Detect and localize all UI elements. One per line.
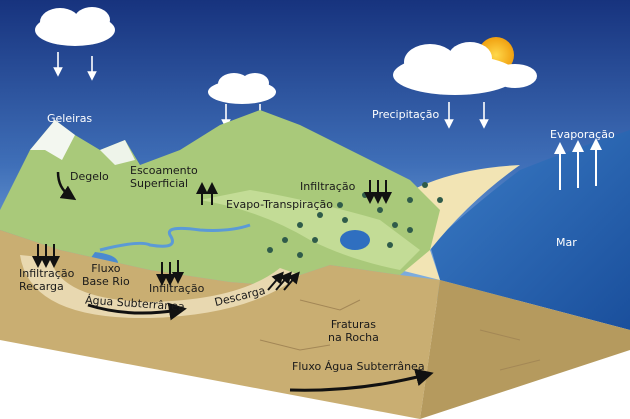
label-line: na Rocha (328, 331, 379, 344)
label-infiltracao-mid: Infiltração (149, 282, 205, 295)
label-mar: Mar (556, 236, 577, 249)
flow-arrows (32, 180, 392, 291)
label-line: Infiltração (19, 267, 75, 280)
label-evapo-transpiracao: Evapo-Transpiração (226, 198, 333, 211)
evaporation-arrows (554, 138, 602, 190)
label-degelo: Degelo (70, 170, 109, 183)
precipitation-arrows (53, 52, 489, 129)
rock-fractures (259, 299, 541, 371)
label-line: Fluxo (91, 262, 121, 275)
forest (267, 182, 443, 258)
cloud (208, 73, 276, 104)
label-line: Escoamento (130, 164, 198, 177)
label-evaporacao: Evaporação (550, 128, 615, 141)
label-precipitacao: Precipitação (372, 108, 440, 121)
soil-right-face (420, 280, 630, 419)
label-line: Fraturas (330, 318, 376, 331)
soil-front-face (0, 230, 440, 419)
cloud (393, 42, 537, 95)
deep-flow-arrow (289, 368, 434, 392)
groundwater-arrow (87, 302, 187, 321)
label-line: Recarga (19, 280, 64, 293)
label-infiltracao-top: Infiltração (300, 180, 356, 193)
cloud (35, 7, 115, 46)
label-fluxo-agua-subterranea: Fluxo Água Subterrânea (292, 360, 425, 373)
degelo-arrow (56, 171, 77, 201)
label-line: Base Rio (82, 275, 130, 288)
sea (430, 130, 630, 330)
aquifer-band (20, 255, 300, 319)
label-geleiras: Geleiras (47, 112, 93, 125)
label-line: Superficial (130, 177, 189, 190)
pond (340, 230, 370, 250)
river (99, 223, 251, 252)
